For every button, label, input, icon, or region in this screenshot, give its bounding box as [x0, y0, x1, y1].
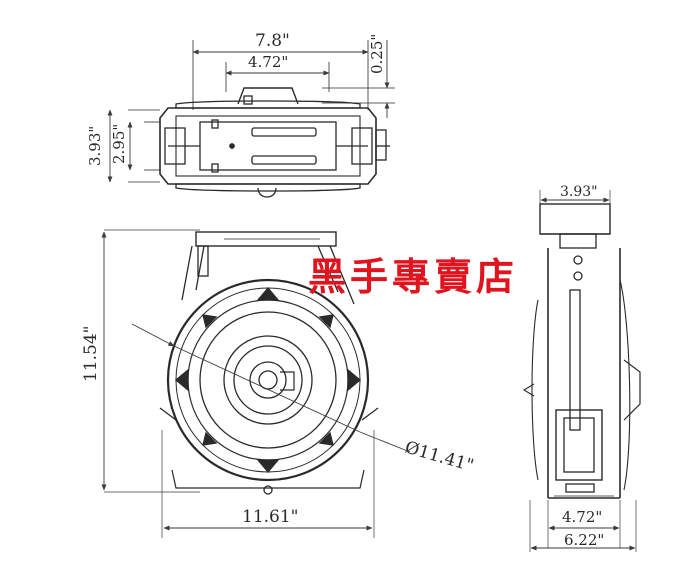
dim-top-inner-width: 4.72" — [248, 53, 288, 71]
front-dimensions — [101, 229, 411, 538]
dim-side-outer-width: 6.22" — [564, 531, 604, 549]
dim-top-width: 7.8" — [255, 31, 290, 51]
dim-front-height: 11.54" — [81, 326, 101, 383]
dim-top-height-inner: 2.95" — [110, 124, 128, 164]
watermark-text: 黑手專賣店 — [308, 254, 518, 299]
dim-side-top-width: 3.93" — [560, 184, 598, 200]
dim-side-inner-width: 4.72" — [562, 508, 602, 526]
dim-top-height-outer: 3.93" — [86, 126, 104, 166]
dim-top-depth: 0.25" — [368, 34, 386, 74]
front-view — [159, 231, 379, 495]
dim-front-diameter: Ø11.41" — [403, 438, 476, 477]
side-dimensions — [529, 190, 637, 552]
dim-front-width: 11.61" — [242, 507, 299, 527]
top-view — [128, 40, 395, 198]
side-view — [522, 203, 641, 499]
top-dimensions — [107, 40, 390, 183]
